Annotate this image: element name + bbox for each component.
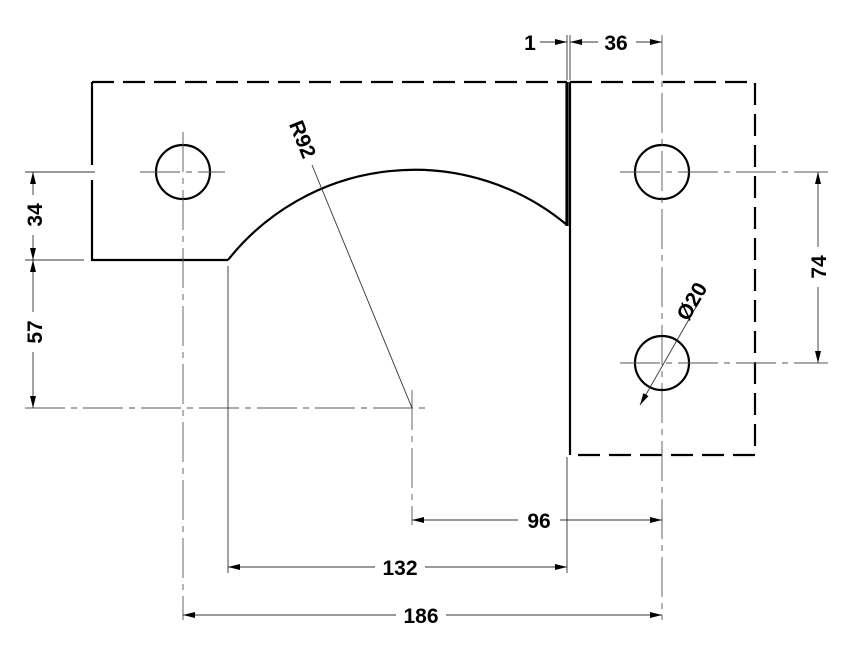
dim-r92: R92 xyxy=(284,117,320,161)
dim-1: 1 xyxy=(524,32,536,55)
hole-left xyxy=(140,132,225,620)
hole-right-top xyxy=(620,35,828,620)
dim-36: 36 xyxy=(604,32,627,55)
extension-lines xyxy=(25,35,571,573)
left-plate xyxy=(90,80,569,262)
dim-96: 96 xyxy=(527,510,550,533)
arc-center-mark xyxy=(25,390,430,525)
right-plate xyxy=(568,80,757,457)
dim-34: 34 xyxy=(24,203,47,227)
hole-right-bottom xyxy=(620,334,828,392)
dim-57: 57 xyxy=(24,320,47,343)
dim-74: 74 xyxy=(808,255,831,279)
dim-diameter-20: Ø20 xyxy=(672,279,712,325)
dimension-lines xyxy=(30,39,821,618)
dim-132: 132 xyxy=(382,557,417,580)
dim-186: 186 xyxy=(403,605,438,628)
r92-arc xyxy=(227,168,568,261)
